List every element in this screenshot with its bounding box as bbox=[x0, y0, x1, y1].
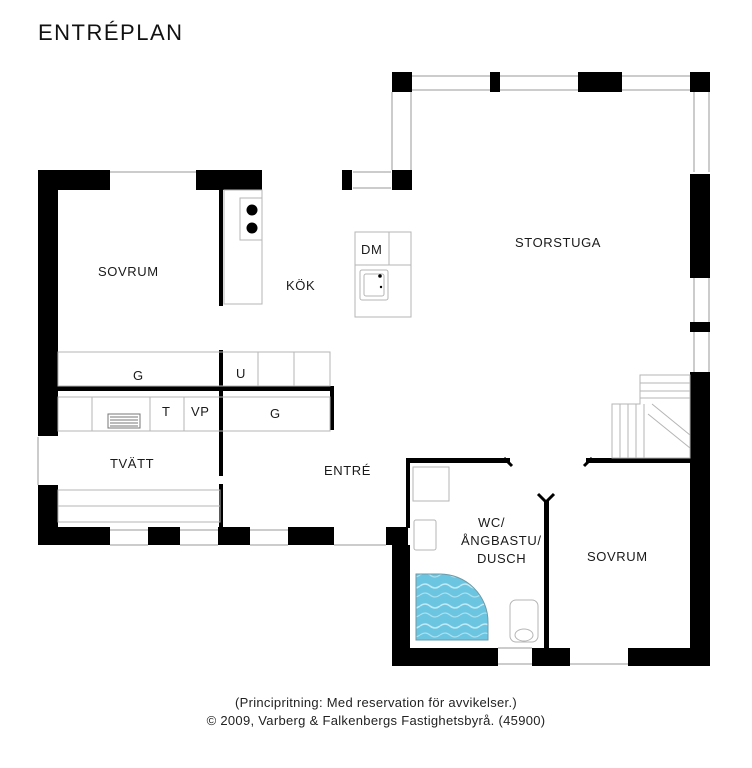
room-entre: ENTRÉ bbox=[324, 463, 371, 478]
walls bbox=[38, 72, 710, 666]
label-t: T bbox=[162, 404, 171, 419]
footer-copyright: © 2009, Varberg & Falkenbergs Fastighets… bbox=[206, 713, 546, 728]
label-vp: VP bbox=[191, 404, 210, 419]
room-wc-line1: WC/ bbox=[478, 515, 505, 530]
room-wc-line3: DUSCH bbox=[477, 551, 526, 566]
label-dm: DM bbox=[361, 242, 382, 257]
spa-tub-icon bbox=[415, 573, 489, 641]
vent-grille bbox=[107, 413, 141, 429]
label-u: U bbox=[236, 366, 246, 381]
room-tvatt: TVÄTT bbox=[110, 456, 154, 471]
door-marks bbox=[502, 456, 594, 504]
footer-disclaimer: (Principritning: Med reservation för avv… bbox=[234, 695, 518, 710]
fixtures bbox=[57, 189, 691, 643]
window-lines bbox=[37, 75, 710, 665]
room-sovrum-left: SOVRUM bbox=[98, 264, 159, 279]
room-sovrum-right: SOVRUM bbox=[587, 549, 648, 564]
stove-icon bbox=[246, 204, 258, 234]
stove-top bbox=[239, 197, 263, 241]
page-title: ENTRÉPLAN bbox=[38, 20, 184, 45]
room-storstuga: STORSTUGA bbox=[515, 235, 601, 250]
label-g-lower: G bbox=[270, 406, 281, 421]
label-g-upper: G bbox=[133, 368, 144, 383]
sink-icon bbox=[378, 274, 383, 289]
room-kok: KÖK bbox=[286, 278, 315, 293]
room-wc-line2: ÅNGBASTU/ bbox=[461, 533, 542, 548]
